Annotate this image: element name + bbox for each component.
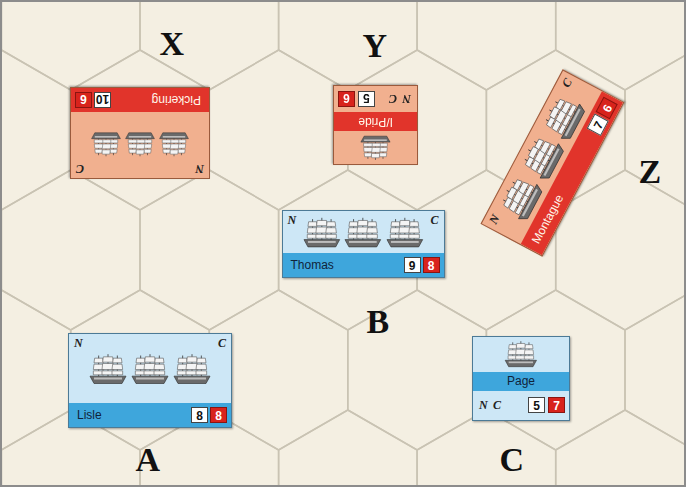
ship-counter: PageNC 57 bbox=[472, 336, 570, 421]
facing-letter: C bbox=[218, 337, 226, 350]
hex-cell bbox=[71, 50, 210, 210]
facing-letter: C bbox=[559, 76, 574, 89]
ship-picture bbox=[385, 216, 425, 250]
hex-cell bbox=[0, 50, 71, 210]
ship-picture bbox=[302, 216, 342, 250]
hex-label: Y bbox=[363, 29, 388, 63]
unit-name: Pickering bbox=[152, 88, 201, 112]
unit-name: Lisle bbox=[77, 403, 102, 427]
hex-label: B bbox=[367, 305, 390, 339]
hex-cell bbox=[1, 0, 140, 90]
ship-counter: N C Pickering 106 bbox=[70, 87, 210, 179]
red-number: 8 bbox=[210, 407, 227, 423]
unit-name: Thomas bbox=[291, 253, 334, 277]
hex-cell bbox=[625, 290, 686, 450]
white-number: 9 bbox=[404, 257, 421, 273]
facing-letter: C bbox=[388, 93, 396, 106]
red-number: 8 bbox=[423, 257, 440, 273]
ship-picture bbox=[90, 115, 122, 173]
ship-counter: N C Lisle 88 bbox=[68, 333, 232, 428]
hex-cell bbox=[1, 170, 140, 330]
ship-counter: N C Thomas 98 bbox=[282, 210, 445, 278]
facing-letter: C bbox=[76, 162, 84, 175]
facing-letter: N bbox=[486, 213, 502, 227]
white-number: 5 bbox=[528, 397, 545, 413]
ship-picture bbox=[130, 339, 170, 400]
hex-cell bbox=[417, 0, 556, 90]
hex-cell bbox=[625, 50, 686, 210]
facing-letter: N bbox=[288, 214, 297, 227]
ship-picture bbox=[172, 339, 212, 400]
hex-cell bbox=[279, 410, 418, 487]
ship-picture bbox=[502, 340, 540, 369]
hex-cell bbox=[140, 170, 279, 330]
ship-counter: NCMontague76 bbox=[480, 69, 624, 256]
hex-label: Z bbox=[639, 155, 662, 189]
facing-letter: C bbox=[431, 214, 439, 227]
red-number: 6 bbox=[338, 91, 355, 107]
hex-label: A bbox=[136, 443, 161, 477]
facing-letter: N bbox=[195, 162, 204, 175]
ship-picture bbox=[343, 216, 383, 250]
hex-cell bbox=[279, 0, 418, 90]
hex-cell bbox=[556, 410, 686, 487]
white-number: 10 bbox=[94, 92, 111, 108]
hex-label: X bbox=[160, 27, 185, 61]
hex-label: C bbox=[500, 443, 525, 477]
facing-letter: N bbox=[402, 93, 411, 106]
ship-picture bbox=[88, 339, 128, 400]
ship-picture bbox=[124, 115, 156, 173]
white-number: 8 bbox=[191, 407, 208, 423]
facing-letter: N bbox=[74, 337, 83, 350]
hex-cell bbox=[348, 290, 487, 450]
red-number: 7 bbox=[548, 397, 565, 413]
hex-cell bbox=[140, 0, 279, 90]
ship-counter: I/Pride NC56 bbox=[333, 85, 418, 165]
unit-name: Page bbox=[507, 372, 535, 391]
ship-picture bbox=[158, 115, 190, 173]
white-number: 5 bbox=[358, 91, 375, 107]
red-number: 6 bbox=[75, 92, 92, 108]
hex-cell bbox=[209, 50, 347, 210]
hex-cell bbox=[417, 410, 556, 487]
facing-letter: C bbox=[493, 399, 501, 412]
hex-cell bbox=[0, 290, 71, 450]
ship-picture bbox=[357, 134, 392, 161]
unit-name: I/Pride bbox=[358, 112, 393, 131]
facing-letter: N bbox=[479, 399, 488, 412]
